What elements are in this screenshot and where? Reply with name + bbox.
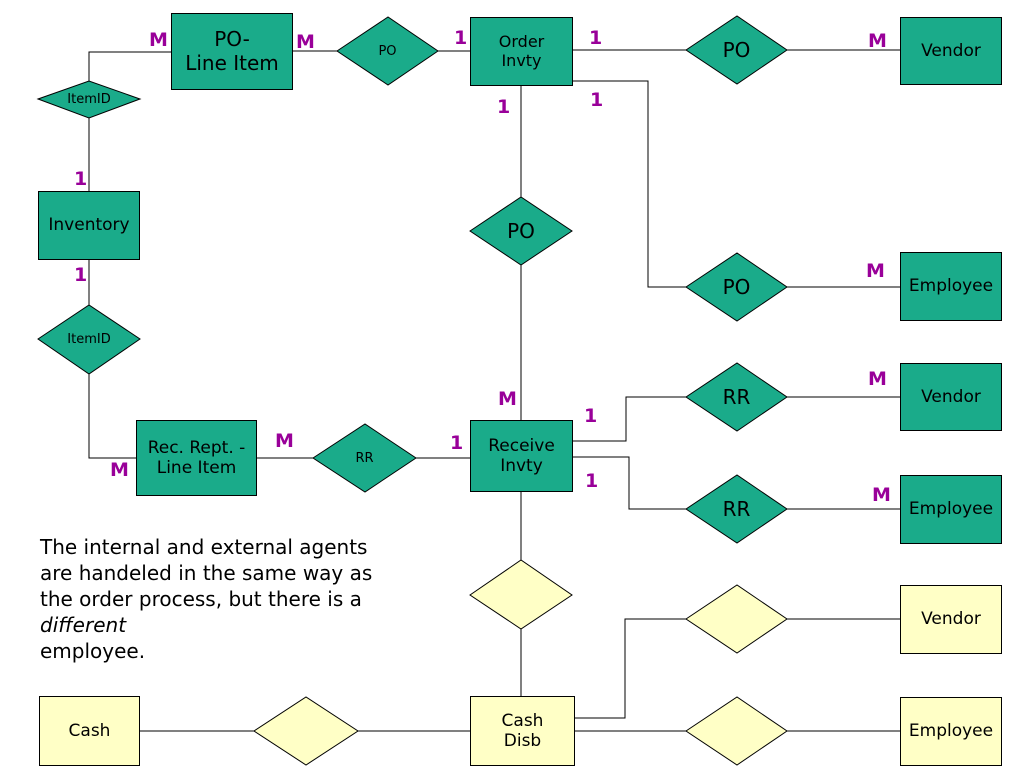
entity-inventory: Inventory [38,191,140,260]
entity-rec-rept-line-item: Rec. Rept. - Line Item [136,420,257,496]
entity-cash-disb: Cash Disb [470,696,575,766]
cardinality-label: M [872,484,891,506]
diamond-po-employee [685,252,788,322]
cardinality-label: 1 [74,168,88,190]
entity-receive-invty: Receive Invty [470,420,573,492]
cardinality-label: M [296,31,315,53]
cardinality-label: M [149,29,168,51]
diamond-itemid-bottom [37,304,141,375]
cardinality-label: 1 [454,27,468,49]
diamond-rr-employee [685,474,788,544]
line-itemid-poline [88,51,172,81]
entity-employee-3: Employee [900,697,1002,766]
entity-po-line-item: PO- Line Item [171,13,293,90]
cardinality-label: 1 [74,264,88,286]
note-text-main: The internal and external agents are han… [40,535,373,611]
line-receive-rr-vendor [573,396,686,442]
cardinality-label: M [275,430,294,452]
line-order-po-employee [573,80,686,288]
relationship-diamonds [36,15,788,766]
note-text-tail: employee. [40,639,146,663]
diamond-rr-vendor [685,362,788,432]
diamond-employee-blank [685,696,788,766]
diamond-itemid-top [36,80,142,119]
cardinality-label: 1 [497,96,511,118]
entity-employee-1: Employee [900,252,1002,321]
cardinality-label: 1 [585,470,599,492]
diamond-vendor-blank [685,584,788,654]
diamond-po-vendor [685,15,788,85]
cardinality-label: 1 [584,405,598,427]
entity-vendor-3: Vendor [900,585,1002,654]
diamond-po-top [336,16,439,86]
note-text: The internal and external agents are han… [40,534,390,664]
cardinality-label: M [498,388,517,410]
cardinality-label: M [868,368,887,390]
note-text-emphasis: different [40,613,127,637]
cardinality-label: 1 [589,27,603,49]
entity-order-invty: Order Invty [470,17,573,86]
diamond-cash-blank [253,696,359,766]
connector-lines [88,49,900,732]
cardinality-label: 1 [450,432,464,454]
cardinality-label: 1 [590,89,604,111]
line-itemid-recrept [88,374,136,459]
diamond-rr-left [312,423,417,493]
entity-vendor-1: Vendor [900,17,1002,85]
entity-vendor-2: Vendor [900,363,1002,431]
entity-cash: Cash [39,696,140,766]
line-cashdisb-vendor-rel [575,618,686,719]
diamond-cashdisb-blank [469,559,573,630]
cardinality-label: M [110,459,129,481]
diamond-po-middle [469,196,573,266]
entity-employee-2: Employee [900,475,1002,544]
line-receive-rr-employee [573,456,686,510]
cardinality-label: M [866,260,885,282]
cardinality-label: M [868,30,887,52]
